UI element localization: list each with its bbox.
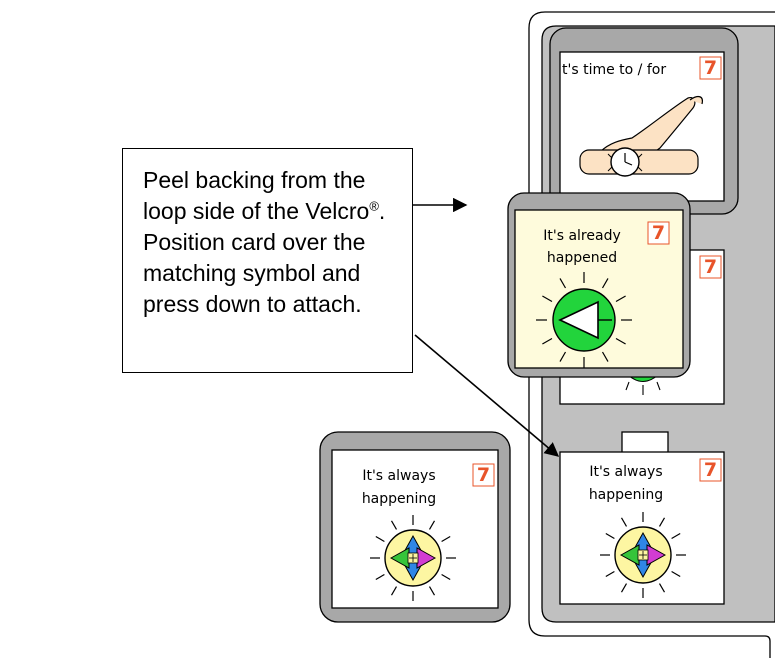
instruction-line: matching symbol and	[143, 260, 361, 286]
moving-card-label-1: It's already	[543, 228, 621, 244]
board-outer-frame	[528, 11, 775, 658]
moving-card	[507, 192, 691, 378]
slot-top-label: t's time to / for	[562, 62, 667, 78]
left-triangle-icon	[536, 272, 632, 368]
slot-bottom-card	[559, 451, 725, 605]
loose-card	[319, 431, 511, 623]
slot-top-face	[559, 51, 725, 202]
slot-middle-number: 7	[703, 256, 718, 278]
number-badge	[647, 221, 670, 245]
number-badge	[699, 56, 722, 80]
instruction-line: press down to attach.	[143, 291, 362, 317]
slot-bottom-label-1: It's always	[589, 464, 663, 480]
instruction-line: Peel backing from the	[143, 167, 366, 193]
number-badge	[699, 255, 722, 279]
watch-icon	[579, 147, 699, 177]
instruction-line: loop side of the Velcro®.	[143, 198, 386, 224]
loose-card-number: 7	[476, 464, 491, 486]
number-badge	[699, 458, 722, 482]
loose-card-label-2: happening	[361, 491, 437, 507]
velcro-patch	[621, 431, 669, 455]
slot-top-card	[549, 27, 739, 215]
instruction-line: Position card over the	[143, 229, 366, 255]
slot-top-number: 7	[703, 57, 718, 79]
moving-card-number: 7	[651, 222, 666, 244]
slot-bottom-number: 7	[703, 459, 718, 481]
instruction-box: Peel backing from the loop side of the V…	[122, 148, 413, 373]
four-arrow-icon	[600, 512, 686, 598]
arrow-to-velcro	[414, 334, 560, 457]
registered-mark: ®	[369, 198, 379, 214]
moving-card-label-2: happened	[546, 250, 618, 266]
number-badge	[472, 463, 495, 487]
four-arrow-icon	[370, 515, 456, 601]
loose-card-label-1: It's always	[362, 468, 436, 484]
slot-bottom-label-2: happening	[588, 487, 664, 503]
